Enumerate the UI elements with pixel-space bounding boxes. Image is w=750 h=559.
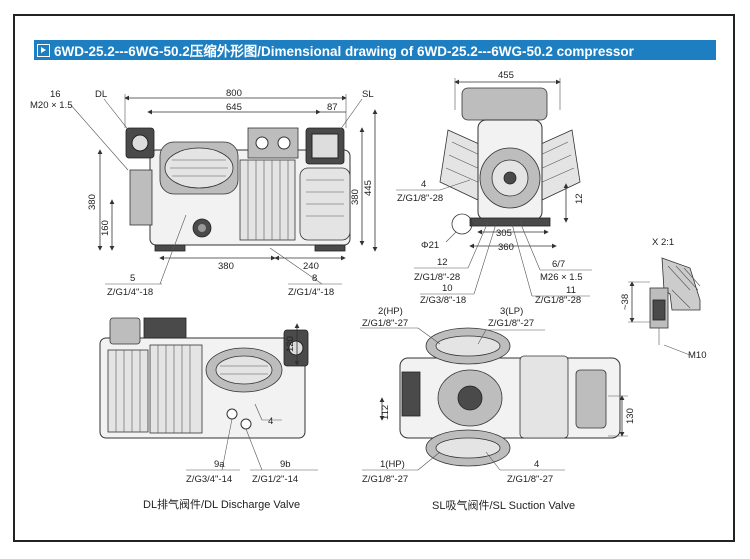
dim-240: 240	[303, 261, 319, 272]
label-dl: DL	[95, 89, 107, 100]
end-callout-10-spec: Z/G3/8"-18	[420, 295, 466, 306]
end-callout-4-number: 4	[421, 179, 426, 190]
detail-view: X 2:1 ~38 M10	[620, 237, 706, 361]
sl-callout-3lp-spec: Z/G1/8"-27	[488, 318, 534, 329]
end-callout-11-number: 11	[566, 285, 576, 296]
callout-5-spec: Z/G1/4"-18	[107, 287, 153, 298]
thread-m10: M10	[688, 350, 706, 361]
sl-caption: SL吸气阀件/SL Suction Valve	[432, 498, 575, 512]
end-view: 455 12 305 360 Φ21	[396, 70, 592, 306]
dl-callout-9a-spec: Z/G3/4"-14	[186, 474, 232, 485]
sl-callout-4-spec: Z/G1/8"-27	[507, 474, 553, 485]
sl-suction-view: 112 130 2(HP) Z/G1/8"-27 3(LP) Z/G1/8"-2…	[360, 306, 636, 512]
end-callout-67-spec: M26 × 1.5	[540, 272, 583, 283]
sl-callout-2hp-number: 2(HP)	[378, 306, 403, 317]
dim-445: 445	[363, 180, 374, 196]
dim-16: 16	[50, 89, 61, 100]
drawing-frame	[13, 14, 735, 542]
sl-callout-1hp-spec: Z/G1/8"-27	[362, 474, 408, 485]
arrow-icon	[37, 43, 50, 57]
detail-scale: X 2:1	[652, 237, 674, 248]
dim-305: 305	[496, 228, 512, 239]
callout-8-spec: Z/G1/4"-18	[288, 287, 334, 298]
dim-87: 87	[327, 102, 338, 113]
dim-12: 12	[574, 193, 585, 204]
title-bar: 6WD-25.2---6WG-50.2压缩外形图/Dimensional dra…	[34, 40, 716, 60]
end-callout-10-number: 10	[442, 283, 453, 294]
dim-112: 112	[380, 405, 391, 420]
dim-380-left: 380	[87, 194, 98, 210]
dl-callout-9b-number: 9b	[280, 459, 291, 470]
sl-callout-1hp-number: 1(HP)	[380, 459, 405, 470]
callout-5-number: 5	[130, 273, 135, 284]
end-callout-12-spec: Z/G1/8"-28	[414, 272, 460, 283]
dim-800: 800	[226, 88, 242, 99]
dl-caption: DL排气阀件/DL Discharge Valve	[143, 497, 300, 511]
dim-380-right: 380	[350, 189, 361, 205]
sl-callout-4-number: 4	[534, 459, 539, 470]
dim-130: 130	[625, 408, 636, 424]
end-callout-11-spec: Z/G1/8"-28	[535, 295, 581, 306]
sl-callout-2hp-spec: Z/G1/8"-27	[362, 318, 408, 329]
dim-120: 120	[285, 336, 296, 352]
dim-455: 455	[498, 70, 514, 81]
dl-callout-4: 4	[268, 416, 273, 427]
dim-38: ~38	[620, 294, 631, 310]
dim-160: 160	[100, 220, 111, 236]
dl-discharge-view: 120 4 9a Z/G3/4"-14 9b Z/G1/2"-14 DL排气阀件…	[99, 317, 318, 511]
label-sl: SL	[362, 89, 374, 100]
end-callout-67-number: 6/7	[552, 259, 565, 270]
dim-phi21: Φ21	[421, 240, 439, 251]
dim-360: 360	[498, 242, 514, 253]
callout-8-number: 8	[312, 273, 317, 284]
dim-380-bottom: 380	[218, 261, 234, 272]
thread-m20: M20 × 1.5	[30, 100, 73, 111]
end-callout-12-number: 12	[437, 257, 448, 268]
dim-645: 645	[226, 102, 242, 113]
end-callout-4-spec: Z/G1/8"-28	[397, 193, 443, 204]
page-title: 6WD-25.2---6WG-50.2压缩外形图/Dimensional dra…	[54, 44, 634, 59]
side-view: 800 645 87 DL SL 16 M20 × 1.5 380 160 38…	[30, 88, 378, 298]
dl-callout-9b-spec: Z/G1/2"-14	[252, 474, 298, 485]
dl-callout-9a-number: 9a	[214, 459, 225, 470]
sl-callout-3lp-number: 3(LP)	[500, 306, 523, 317]
